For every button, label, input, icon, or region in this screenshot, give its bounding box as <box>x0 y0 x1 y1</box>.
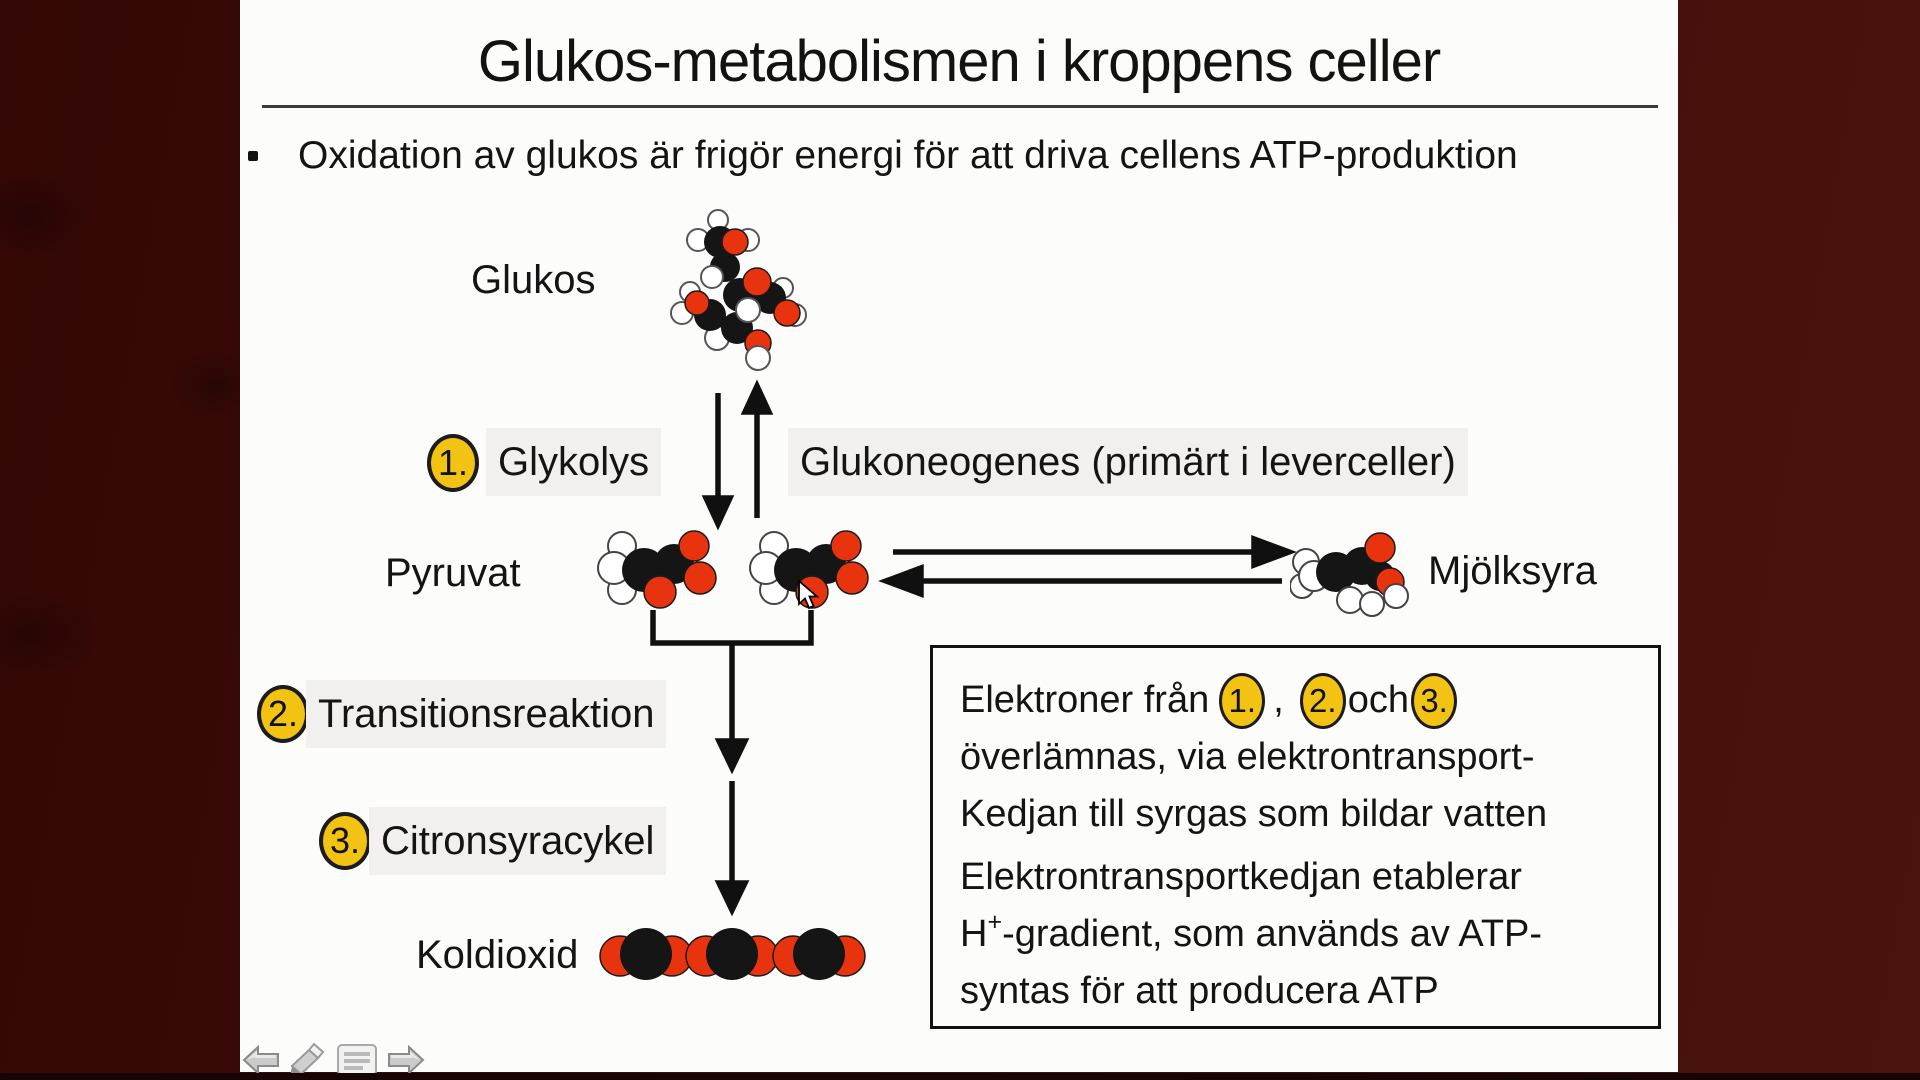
info-text: och <box>1347 679 1410 721</box>
info-line-4: Elektrontransportkedjan etablerar <box>960 856 1522 898</box>
glycolysis-down-arrow <box>701 393 735 531</box>
slide-title: Glukos-metabolismen i kroppens celler <box>477 29 1441 94</box>
background-blotch <box>0 590 100 680</box>
electron-info-box: Elektroner från 1. , 2. och 3. överlämna… <box>930 645 1661 1029</box>
info-text: , <box>1273 679 1284 721</box>
step-2-badge: 2. <box>257 685 309 743</box>
label-carbon-dioxide: Koldioxid <box>416 933 579 977</box>
co2-molecule-3 <box>772 928 866 980</box>
title-underline <box>262 105 1658 108</box>
info-text: H <box>960 913 988 955</box>
info-line-2: överlämnas, via elektrontransport- <box>960 736 1535 778</box>
right-arrow-icon <box>388 1044 425 1076</box>
superscript-plus: + <box>987 908 1003 936</box>
gluconeogenesis-up-arrow <box>740 379 774 518</box>
label-citric-acid-cycle: Citronsyracykel <box>369 807 667 875</box>
info-line-6: syntas för att producera ATP <box>960 970 1439 1012</box>
document-lines-icon <box>337 1044 377 1076</box>
previous-slide-button[interactable] <box>242 1044 280 1076</box>
info-text: -gradient, som används av ATP- <box>1002 913 1543 955</box>
transition-arrow <box>714 643 750 775</box>
label-gluconeogenesis: Glukoneogenes (primärt i leverceller) <box>788 428 1468 496</box>
step-1-badge-inline: 1. <box>1219 672 1266 729</box>
info-line-1: Elektroner från 1. , 2. och 3. <box>960 672 1658 729</box>
label-glycolysis: Glykolys <box>486 428 662 496</box>
label-glucose: Glukos <box>471 258 596 302</box>
co2-molecule-2 <box>685 928 779 980</box>
step-3-badge-inline: 3. <box>1411 672 1458 729</box>
label-pyruvate: Pyruvat <box>385 551 521 595</box>
citric-to-co2-arrow <box>714 781 750 917</box>
info-line-5: H+-gradient, som används av ATP- <box>960 906 1658 963</box>
step-1-badge: 1. <box>427 434 479 492</box>
step-3-badge: 3. <box>319 812 371 870</box>
info-text: Elektroner från <box>960 679 1210 721</box>
video-bottom-edge <box>0 1073 1920 1080</box>
step-2-badge-inline: 2. <box>1299 672 1346 729</box>
bullet-text: Oxidation av glukos är frigör energi för… <box>298 134 1518 177</box>
pyruvate-to-lactate-arrow <box>893 535 1297 569</box>
info-line-3: Kedjan till syrgas som bildar vatten <box>960 793 1548 835</box>
glucose-molecule <box>670 209 807 371</box>
slide-menu-button[interactable] <box>336 1043 378 1077</box>
label-lactic-acid: Mjölksyra <box>1428 549 1597 593</box>
co2-molecule-1 <box>599 928 693 980</box>
slide-canvas: Glukos-metabolismen i kroppens celler Ox… <box>240 0 1678 1077</box>
background-blotch <box>0 170 90 260</box>
presenter-controls <box>242 1042 425 1078</box>
lactate-to-pyruvate-arrow <box>878 564 1282 598</box>
lactic-acid-molecule <box>1290 532 1409 617</box>
next-slide-button[interactable] <box>387 1044 425 1076</box>
bullet-marker <box>248 151 258 161</box>
label-transition-reaction: Transitionsreaktion <box>306 680 667 748</box>
left-arrow-icon <box>242 1044 279 1076</box>
mouse-cursor <box>798 580 820 610</box>
pyruvate-molecule-1 <box>597 530 717 609</box>
